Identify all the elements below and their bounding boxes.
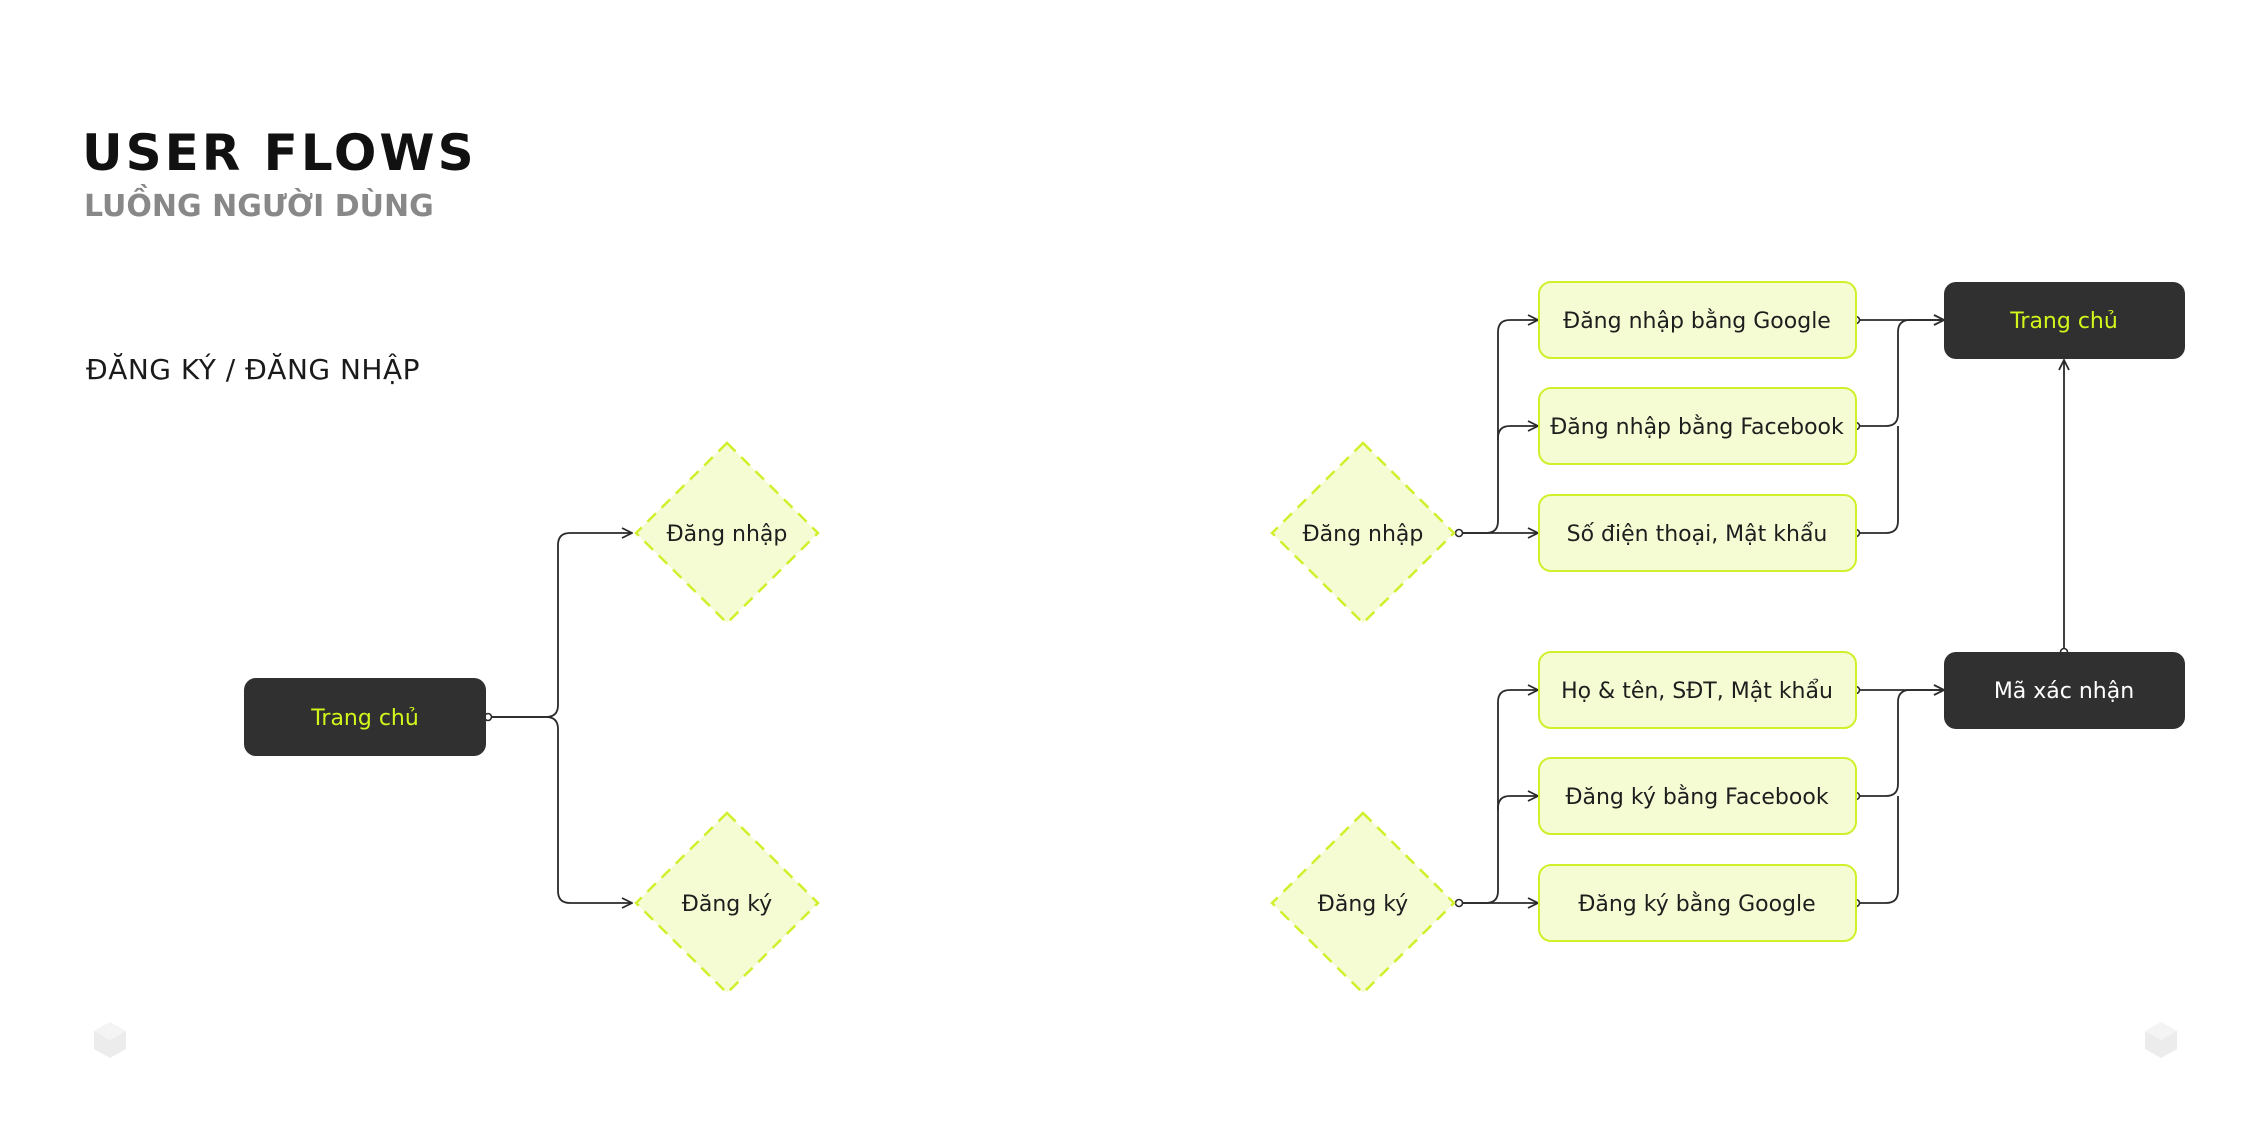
right-flow-login: Đăng nhập Đăng nhập bằng Google Đăng nhậ… <box>1270 281 2185 625</box>
decision-register[interactable]: Đăng ký <box>634 811 820 995</box>
connector-dot <box>1454 898 1464 908</box>
decision-register-label: Đăng ký <box>682 892 772 917</box>
right-flow-register: Đăng ký Họ & tên, SĐT, Mật khẩu Đăng ký … <box>1270 360 2185 995</box>
page-badge-right-icon <box>2145 1022 2177 1058</box>
page-title: USER FLOWS <box>82 124 477 182</box>
option-login-phone-label: Số điện thoại, Mật khẩu <box>1567 522 1828 547</box>
option-login-google[interactable]: Đăng nhập bằng Google <box>1538 281 1857 359</box>
connector-google-to-code <box>1856 796 1899 904</box>
option-login-phone[interactable]: Số điện thoại, Mật khẩu <box>1538 494 1857 572</box>
decision-login-right[interactable]: Đăng nhập <box>1270 441 1456 625</box>
decision-login[interactable]: Đăng nhập <box>634 441 820 625</box>
node-home-start-label: Trang chủ <box>310 706 419 731</box>
option-register-facebook[interactable]: Đăng ký bằng Facebook <box>1538 757 1857 835</box>
page-subtitle: LUỒNG NGƯỜI DÙNG <box>84 189 434 224</box>
option-register-name-phone[interactable]: Họ & tên, SĐT, Mật khẩu <box>1538 651 1857 729</box>
option-register-facebook-label: Đăng ký bằng Facebook <box>1565 785 1828 810</box>
connector-home-to-login <box>486 533 632 718</box>
decision-login-right-label: Đăng nhập <box>1303 522 1424 547</box>
decision-login-label: Đăng nhập <box>667 522 788 547</box>
connector-home-to-register <box>486 716 632 903</box>
option-register-name-phone-label: Họ & tên, SĐT, Mật khẩu <box>1561 679 1833 704</box>
option-login-facebook-label: Đăng nhập bằng Facebook <box>1550 415 1844 440</box>
page-badge-left-icon <box>94 1022 126 1058</box>
decision-register-right[interactable]: Đăng ký <box>1270 811 1456 995</box>
section-label: ĐĂNG KÝ / ĐĂNG NHẬP <box>86 353 421 386</box>
decision-register-right-label: Đăng ký <box>1318 892 1408 917</box>
option-login-google-label: Đăng nhập bằng Google <box>1563 309 1831 334</box>
left-flow: Trang chủ Đăng nhập Đăng ký <box>244 441 820 995</box>
connector-facebook-to-code <box>1856 690 1944 797</box>
option-register-google[interactable]: Đăng ký bằng Google <box>1538 864 1857 942</box>
node-home-target-label: Trang chủ <box>2009 309 2118 334</box>
option-register-google-label: Đăng ký bằng Google <box>1578 892 1815 917</box>
connector-register-to-facebook <box>1497 796 1538 810</box>
connector-facebook-to-home <box>1856 320 1944 427</box>
connector-phone-to-home <box>1856 426 1899 534</box>
connector-login-to-facebook <box>1497 426 1538 440</box>
node-home-target[interactable]: Trang chủ <box>1944 282 2185 359</box>
connector-dot <box>1454 528 1464 538</box>
node-verification-code[interactable]: Mã xác nhận <box>1944 652 2185 729</box>
node-verification-code-label: Mã xác nhận <box>1994 679 2134 704</box>
option-login-facebook[interactable]: Đăng nhập bằng Facebook <box>1538 387 1857 465</box>
node-home-start[interactable]: Trang chủ <box>244 678 486 756</box>
